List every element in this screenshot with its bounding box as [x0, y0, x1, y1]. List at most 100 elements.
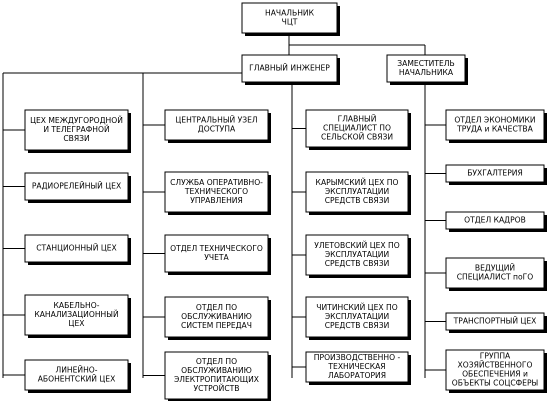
box-label-line: НАЧАЛЬНИК: [265, 9, 315, 18]
box-label-line: СРЕДСТВ СВЯЗИ: [325, 321, 390, 330]
box-label-line: ХОЗЯЙСТВЕННОГО: [458, 361, 533, 370]
box-frame: [164, 234, 269, 273]
box-label-line: ОТДЕЛ ЭКОНОМИКИ: [454, 116, 535, 125]
box-frame: [445, 257, 545, 289]
box-label-line: СТАНЦИОННЫЙ ЦЕХ: [36, 244, 117, 253]
box-label-line: БУХГАЛТЕРИЯ: [467, 169, 523, 178]
column1-box-5: ЛИНЕЙНО-АБОНЕНТСКИЙ ЦЕХ: [24, 359, 131, 393]
column4-box-3: ОТДЕЛ КАДРОВ: [445, 211, 547, 232]
box-label-line: СПЕЦИАЛИСТ поГО: [457, 273, 534, 282]
box-label-line: ТЕХНИЧЕСКОГО: [184, 187, 248, 196]
box-label-line: СРЕДСТВ СВЯЗИ: [325, 259, 390, 268]
box-frame: [164, 109, 269, 141]
box-label-line: ГЛАВНЫЙ ИНЖЕНЕР: [249, 64, 330, 73]
box-frame: [241, 2, 338, 34]
box-label-line: ОБЪЕКТЫ СОЦСФЕРЫ: [452, 379, 539, 388]
box-label-line: РАДИОРЕЛЕЙНЫЙ ЦЕХ: [32, 182, 121, 191]
box-frame: [164, 296, 269, 338]
box-frame: [24, 359, 129, 391]
connector-lines: [2, 36, 446, 378]
box-label-line: ОТДЕЛ ПО: [196, 357, 237, 366]
box-label-line: КАБЕЛЬНО-: [54, 301, 100, 310]
box-label-line: ГРУППА: [480, 352, 511, 361]
box-label-line: ОТДЕЛ ПО: [196, 303, 237, 312]
box-label-line: УЧЕТА: [204, 253, 229, 262]
box-label-line: ЗАМЕСТИТЕЛЬ: [397, 59, 454, 68]
box-label-line: СИСТЕМ ПЕРЕДАЧ: [181, 321, 252, 330]
box-frame: [305, 171, 409, 213]
box-label-line: ЧИТИНСКИЙ ЦЕХ ПО: [316, 303, 397, 312]
box-label-line: ЭКСПЛУАТАЦИИ: [325, 312, 389, 321]
box-label-line: ВЕДУЩИЙ: [475, 264, 515, 273]
box-label-line: КАНАЛИЗАЦИОННЫЙ: [34, 310, 118, 319]
box-label-line: СВЯЗИ: [63, 134, 89, 143]
box-label-line: ЧЦТ: [282, 18, 298, 27]
box-frame: [164, 171, 269, 213]
column4-box-5: ТРАНСПОРТНЫЙ ЦЕХ: [445, 312, 547, 333]
box-label-line: КАРЫМСКИЙ ЦЕХ ПО: [316, 178, 399, 187]
box-frame: [305, 234, 409, 276]
box-frame: [445, 109, 545, 141]
box-label-line: СЛУЖБА ОПЕРАТИВНО-: [170, 178, 263, 187]
column4-box-2: БУХГАЛТЕРИЯ: [445, 164, 547, 185]
box-label-line: ЭКСПЛУАТАЦИИ: [325, 250, 389, 259]
box-frame: [241, 54, 338, 83]
box-label-line: ОТДЕЛ ТЕХНИЧЕСКОГО: [170, 244, 263, 253]
box-label-line: ЭЛЕКТРОПИТАЮЩИХ: [174, 375, 259, 384]
box-frame: [24, 294, 129, 336]
box-frame: [24, 234, 129, 263]
box-label-line: СПЕЦИАЛИСТ ПО: [323, 124, 391, 133]
box-label-line: ЦЕНТРАЛЬНЫЙ УЗЕЛ: [175, 116, 257, 125]
box-frame: [445, 349, 545, 391]
box-label-line: УЛЕТОВСКИЙ ЦЕХ ПО: [314, 241, 399, 250]
box-frame: [386, 54, 466, 83]
box-label-line: ОБЕСПЕЧЕНИЯ и: [462, 370, 528, 379]
box-label-line: НАЧАЛЬНИКА: [399, 68, 454, 77]
box-label-line: УПРАВЛЕНИЯ: [190, 196, 243, 205]
box-label-line: ЛИНЕЙНО-: [55, 366, 97, 375]
column2-box-5: ОТДЕЛ ПООБСЛУЖИВАНИЮЭЛЕКТРОПИТАЮЩИХУСТРО…: [164, 351, 271, 401]
box-label-line: ЭКСПЛУАТАЦИИ: [325, 187, 389, 196]
box-label-line: ЦЕХ МЕЖДУГОРОДНОЙ: [30, 116, 123, 125]
box-frame: [164, 351, 269, 400]
box-label-line: АБОНЕНТСКИЙ ЦЕХ: [38, 375, 116, 384]
box-frame: [305, 109, 409, 148]
box-label-line: УСТРОЙСТВ: [194, 384, 240, 393]
chief-engineer-box: ГЛАВНЫЙ ИНЖЕНЕР: [241, 54, 340, 85]
box-label-line: ТРУДА и КАЧЕСТВА: [456, 125, 533, 134]
box-frame: [445, 312, 545, 331]
box-label-line: ОБСЛУЖИВАНИЮ: [181, 312, 252, 321]
column1-box-2: РАДИОРЕЛЕЙНЫЙ ЦЕХ: [24, 172, 131, 203]
box-frame: [24, 172, 129, 201]
box-label-line: ДОСТУПА: [198, 125, 236, 134]
box-frame: [445, 164, 545, 183]
box-label-line: СРЕДСТВ СВЯЗИ: [325, 196, 390, 205]
box-label-line: СЕЛЬСКОЙ СВЯЗИ: [321, 133, 393, 142]
box-frame: [305, 351, 409, 383]
box-frame: [305, 296, 409, 338]
box-label-line: ГЛАВНЫЙ: [338, 115, 377, 124]
box-label-line: ЛАБОРАТОРИЯ: [328, 371, 386, 380]
box-label-line: ЦЕХ: [69, 319, 85, 328]
box-label-line: ТЕХНИЧЕСКАЯ: [327, 362, 385, 371]
box-label-line: ПРОИЗВОДСТВЕННО -: [314, 353, 401, 362]
box-label-line: ОТДЕЛ КАДРОВ: [464, 216, 526, 225]
box-label-line: ТРАНСПОРТНЫЙ ЦЕХ: [453, 317, 537, 326]
